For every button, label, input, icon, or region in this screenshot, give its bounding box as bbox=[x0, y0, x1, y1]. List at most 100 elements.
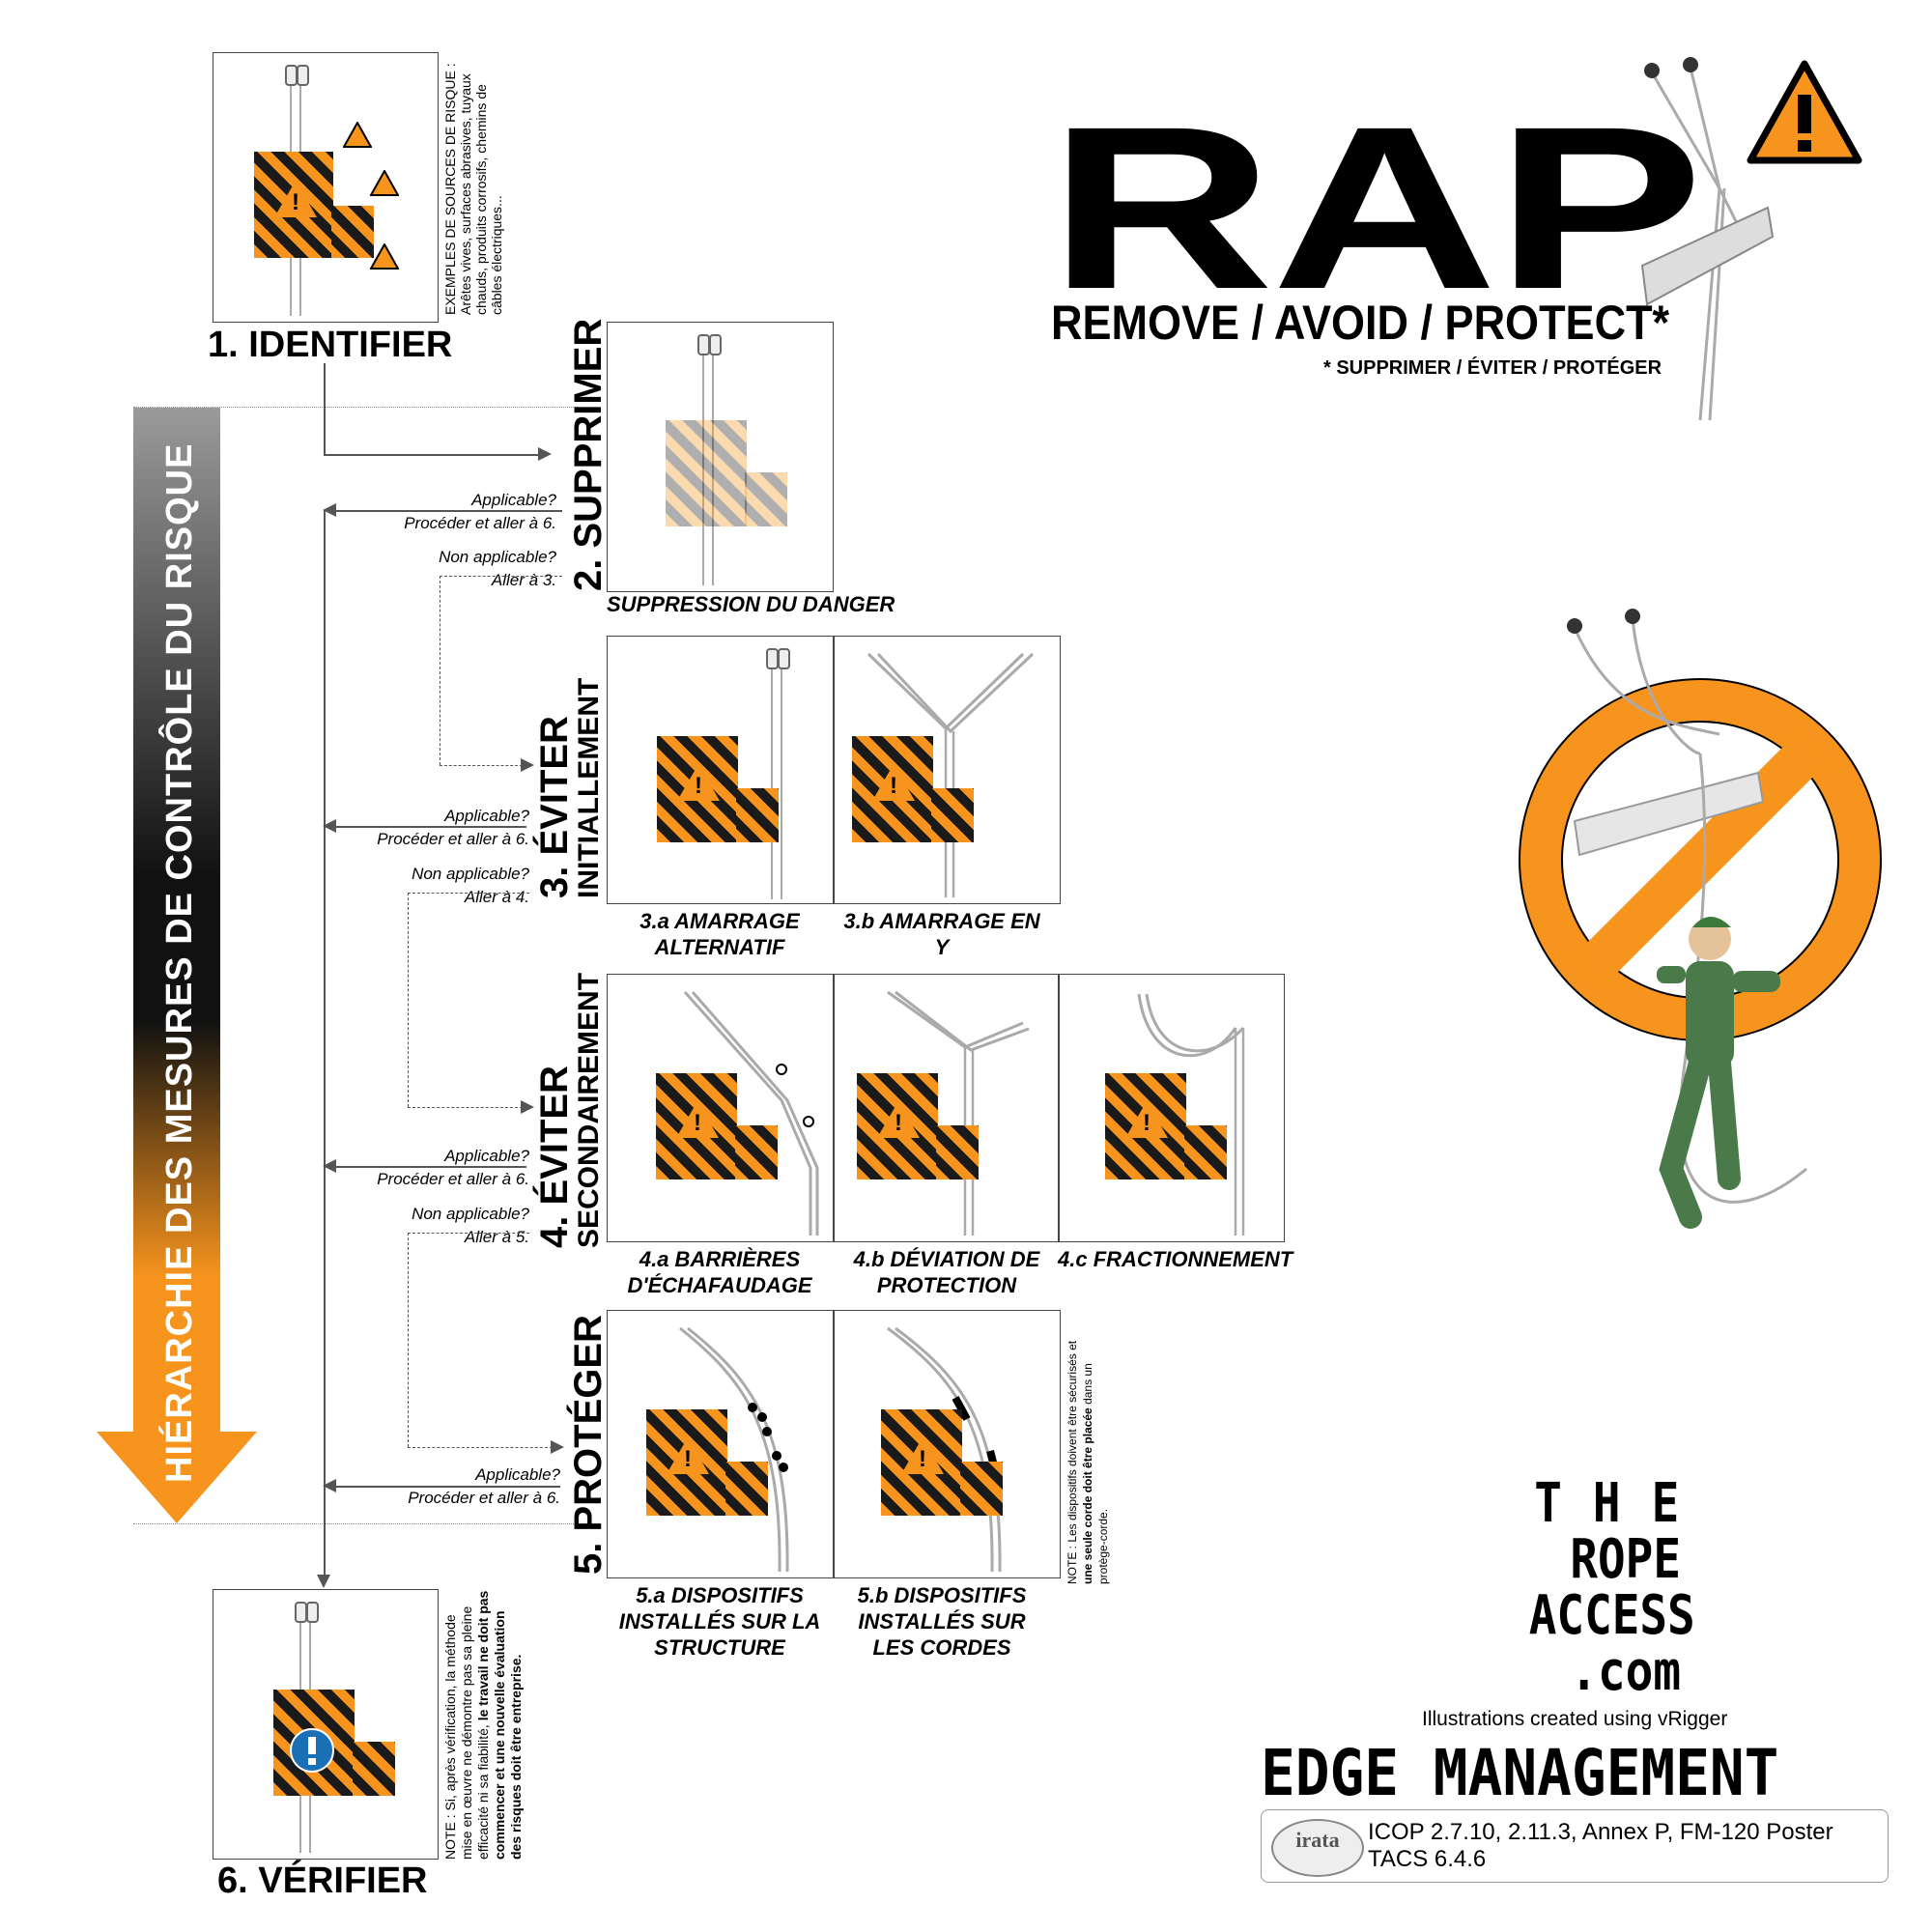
flow-line bbox=[328, 510, 562, 512]
step1-title: 1. IDENTIFIER bbox=[208, 325, 453, 365]
flow-arrow bbox=[323, 1479, 336, 1492]
rap-subtitle: REMOVE / AVOID / PROTECT* bbox=[1051, 296, 1670, 350]
rope bbox=[781, 658, 782, 899]
step5-title: 5. PROTÉGER bbox=[567, 1315, 610, 1575]
carabiner-icon bbox=[306, 1602, 319, 1623]
flow-arrow bbox=[317, 1575, 330, 1588]
hot-surface-icon bbox=[343, 122, 372, 148]
step5-applicable-note: Applicable?Procéder et aller à 6. bbox=[408, 1465, 560, 1507]
step1-note: EXEMPLES DE SOURCES DE RISQUE : Arêtes v… bbox=[442, 63, 504, 315]
flow-line-dashed bbox=[408, 893, 529, 894]
panel-divider bbox=[1058, 975, 1060, 1241]
panel-divider bbox=[833, 975, 835, 1241]
hazard-zone-removed bbox=[666, 420, 747, 526]
step3-nonapplicable-note: Non applicable?Aller à 4. bbox=[412, 865, 529, 906]
flow-line bbox=[324, 454, 540, 456]
irata-logo-text: irata bbox=[1295, 1828, 1340, 1852]
step3-title: 3. ÉVITER INITIALLEMENT bbox=[533, 677, 605, 898]
step2-title: 2. SUPPRIMER bbox=[567, 318, 610, 591]
step3-title-line1: 3. ÉVITER bbox=[533, 716, 576, 898]
step4-title-line2: SECONDAIREMENT bbox=[573, 972, 605, 1248]
flow-arrow bbox=[323, 503, 336, 517]
carabiner-icon bbox=[778, 648, 790, 669]
flow-line bbox=[328, 826, 526, 828]
hazard-zone bbox=[725, 1462, 768, 1516]
return-line bbox=[324, 510, 326, 1584]
step5-caption-a: 5.a DISPOSITIFS INSTALLÉS SUR LA STRUCTU… bbox=[618, 1583, 821, 1660]
flow-line bbox=[328, 1166, 526, 1168]
flow-line bbox=[324, 363, 326, 454]
warning-triangle-icon bbox=[274, 181, 317, 217]
step3-applicable-note: Applicable?Procéder et aller à 6. bbox=[377, 807, 529, 848]
rope-worker-illustration bbox=[1567, 609, 1807, 1229]
step5-caption-b: 5.b DISPOSITIFS INSTALLÉS SUR LES CORDES bbox=[857, 1583, 1027, 1660]
flow-arrow bbox=[521, 1100, 534, 1114]
flow-line-dashed bbox=[408, 1447, 553, 1448]
rap-title: RAP bbox=[1048, 78, 1704, 337]
step5-note: NOTE : Les dispositifs doivent être sécu… bbox=[1065, 1340, 1110, 1584]
hazard-zone bbox=[736, 788, 779, 842]
brand-line2: ROPE bbox=[1570, 1528, 1681, 1591]
flow-arrow bbox=[538, 447, 552, 461]
flow-line bbox=[328, 1486, 560, 1488]
rope bbox=[712, 344, 714, 585]
references-box: irata ICOP 2.7.10, 2.11.3, Annex P, FM-1… bbox=[1261, 1809, 1889, 1883]
panel-divider bbox=[833, 637, 835, 903]
rope bbox=[702, 344, 704, 585]
flow-line-dashed bbox=[408, 893, 409, 1107]
step5-panel bbox=[607, 1310, 1061, 1578]
refs-line2: TACS 6.4.6 bbox=[1368, 1846, 1487, 1872]
brand-credit: Illustrations created using vRigger bbox=[1422, 1708, 1728, 1730]
step2-nonapplicable-note: Non applicable?Aller à 3. bbox=[439, 548, 556, 589]
step3-title-line2: INITIALLEMENT bbox=[573, 677, 605, 898]
hazard-zone-removed bbox=[745, 472, 787, 526]
hazard-zone bbox=[353, 1742, 395, 1796]
step4-nonapplicable-note: Non applicable?Aller à 5. bbox=[412, 1205, 529, 1246]
step4-panel bbox=[607, 974, 1285, 1242]
hazard-zone bbox=[735, 1125, 778, 1179]
warning-triangle-icon bbox=[1747, 60, 1862, 164]
hazard-zone bbox=[960, 1462, 1003, 1516]
rope bbox=[771, 658, 773, 899]
warning-triangle-icon bbox=[676, 1101, 719, 1138]
step1-panel bbox=[213, 52, 439, 323]
brand-line3: ACCESS bbox=[1528, 1584, 1695, 1647]
step3-panel bbox=[607, 636, 1061, 904]
flow-arrow bbox=[323, 819, 336, 833]
warning-triangle-icon bbox=[1125, 1101, 1168, 1138]
hazard-zone bbox=[331, 206, 374, 258]
flow-line-dashed bbox=[408, 1107, 523, 1108]
flow-arrow bbox=[521, 758, 534, 772]
poster-title: EDGE MANAGEMENT bbox=[1261, 1736, 1779, 1810]
step4-title-line1: 4. ÉVITER bbox=[533, 1065, 576, 1248]
step2-caption: SUPPRESSION DU DANGER bbox=[607, 592, 895, 616]
flow-arrow bbox=[323, 1159, 336, 1173]
step4-caption-b: 4.b DÉVIATION DE PROTECTION bbox=[853, 1247, 1040, 1297]
warning-triangle-icon bbox=[877, 1101, 920, 1138]
flow-line-dashed bbox=[440, 576, 562, 577]
hierarchy-label: HIÉRARCHIE DES MESURES DE CONTRÔLE DU RI… bbox=[159, 442, 200, 1483]
hierarchy-arrow bbox=[97, 408, 257, 1523]
step4-caption-c: 4.c FRACTIONNEMENT bbox=[1058, 1247, 1293, 1271]
electric-icon bbox=[370, 243, 399, 270]
guide-line-top bbox=[133, 407, 578, 408]
carabiner-icon bbox=[297, 65, 309, 86]
step2-panel bbox=[607, 322, 834, 592]
mandatory-info-icon bbox=[290, 1728, 334, 1773]
carabiner-icon bbox=[709, 334, 722, 355]
hazard-zone bbox=[931, 788, 974, 842]
warning-triangle-icon bbox=[677, 764, 720, 801]
irata-logo: irata bbox=[1271, 1819, 1364, 1877]
brand-logo: T H E ROPE ACCESS .com bbox=[1502, 1472, 1695, 1700]
flow-line-dashed bbox=[440, 765, 523, 766]
refs-line1: ICOP 2.7.10, 2.11.3, Annex P, FM-120 Pos… bbox=[1368, 1819, 1833, 1845]
warning-triangle-icon bbox=[872, 764, 915, 801]
step4-applicable-note: Applicable?Procéder et aller à 6. bbox=[377, 1147, 529, 1188]
corrosive-icon bbox=[370, 170, 399, 196]
brand-line1: T H E bbox=[1534, 1472, 1681, 1535]
hazard-zone bbox=[936, 1125, 979, 1179]
warning-triangle-icon bbox=[901, 1437, 944, 1474]
flow-arrow bbox=[551, 1440, 564, 1454]
rap-footnote: * SUPPRIMER / ÉVITER / PROTÉGER bbox=[1323, 357, 1662, 379]
step6-title: 6. VÉRIFIER bbox=[217, 1861, 428, 1901]
